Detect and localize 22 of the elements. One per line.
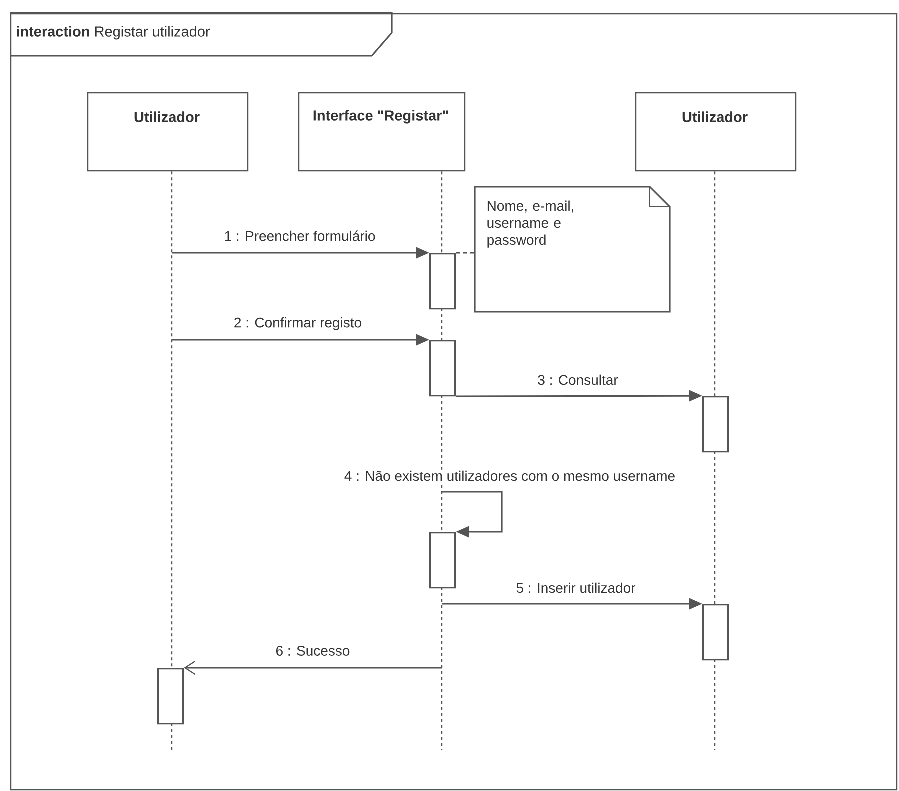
edge-label: 4 : Não existem utilizadores com o mesmo username (344, 470, 675, 482)
lifeline-head: Utilizador (635, 92, 797, 172)
activation-bar (430, 532, 456, 589)
activation-bar (702, 604, 730, 661)
edge-label: 5 : Inserir utilizador (516, 582, 636, 594)
edge-label: 6 : Sucesso (276, 646, 350, 656)
activation-bar (158, 668, 184, 725)
edge-label: 2 : Confirmar registo (234, 317, 362, 331)
message-arrow (442, 491, 503, 538)
lifeline-head: Utilizador (87, 92, 249, 172)
note-link (456, 252, 475, 254)
lifeline (714, 171, 716, 751)
lifeline (171, 171, 173, 751)
edge-label: 3 : Consultar (538, 374, 618, 386)
lifeline (441, 171, 443, 751)
edge-label: 1 : Preencher formulário (225, 230, 376, 242)
note: Nome, e-mail, username e password (474, 186, 671, 313)
activation-bar (702, 396, 730, 453)
message-arrow (184, 661, 442, 675)
lifeline-head: Interface "Registar" (298, 92, 466, 172)
activation-bar (430, 253, 456, 310)
activation-bar (430, 340, 456, 397)
